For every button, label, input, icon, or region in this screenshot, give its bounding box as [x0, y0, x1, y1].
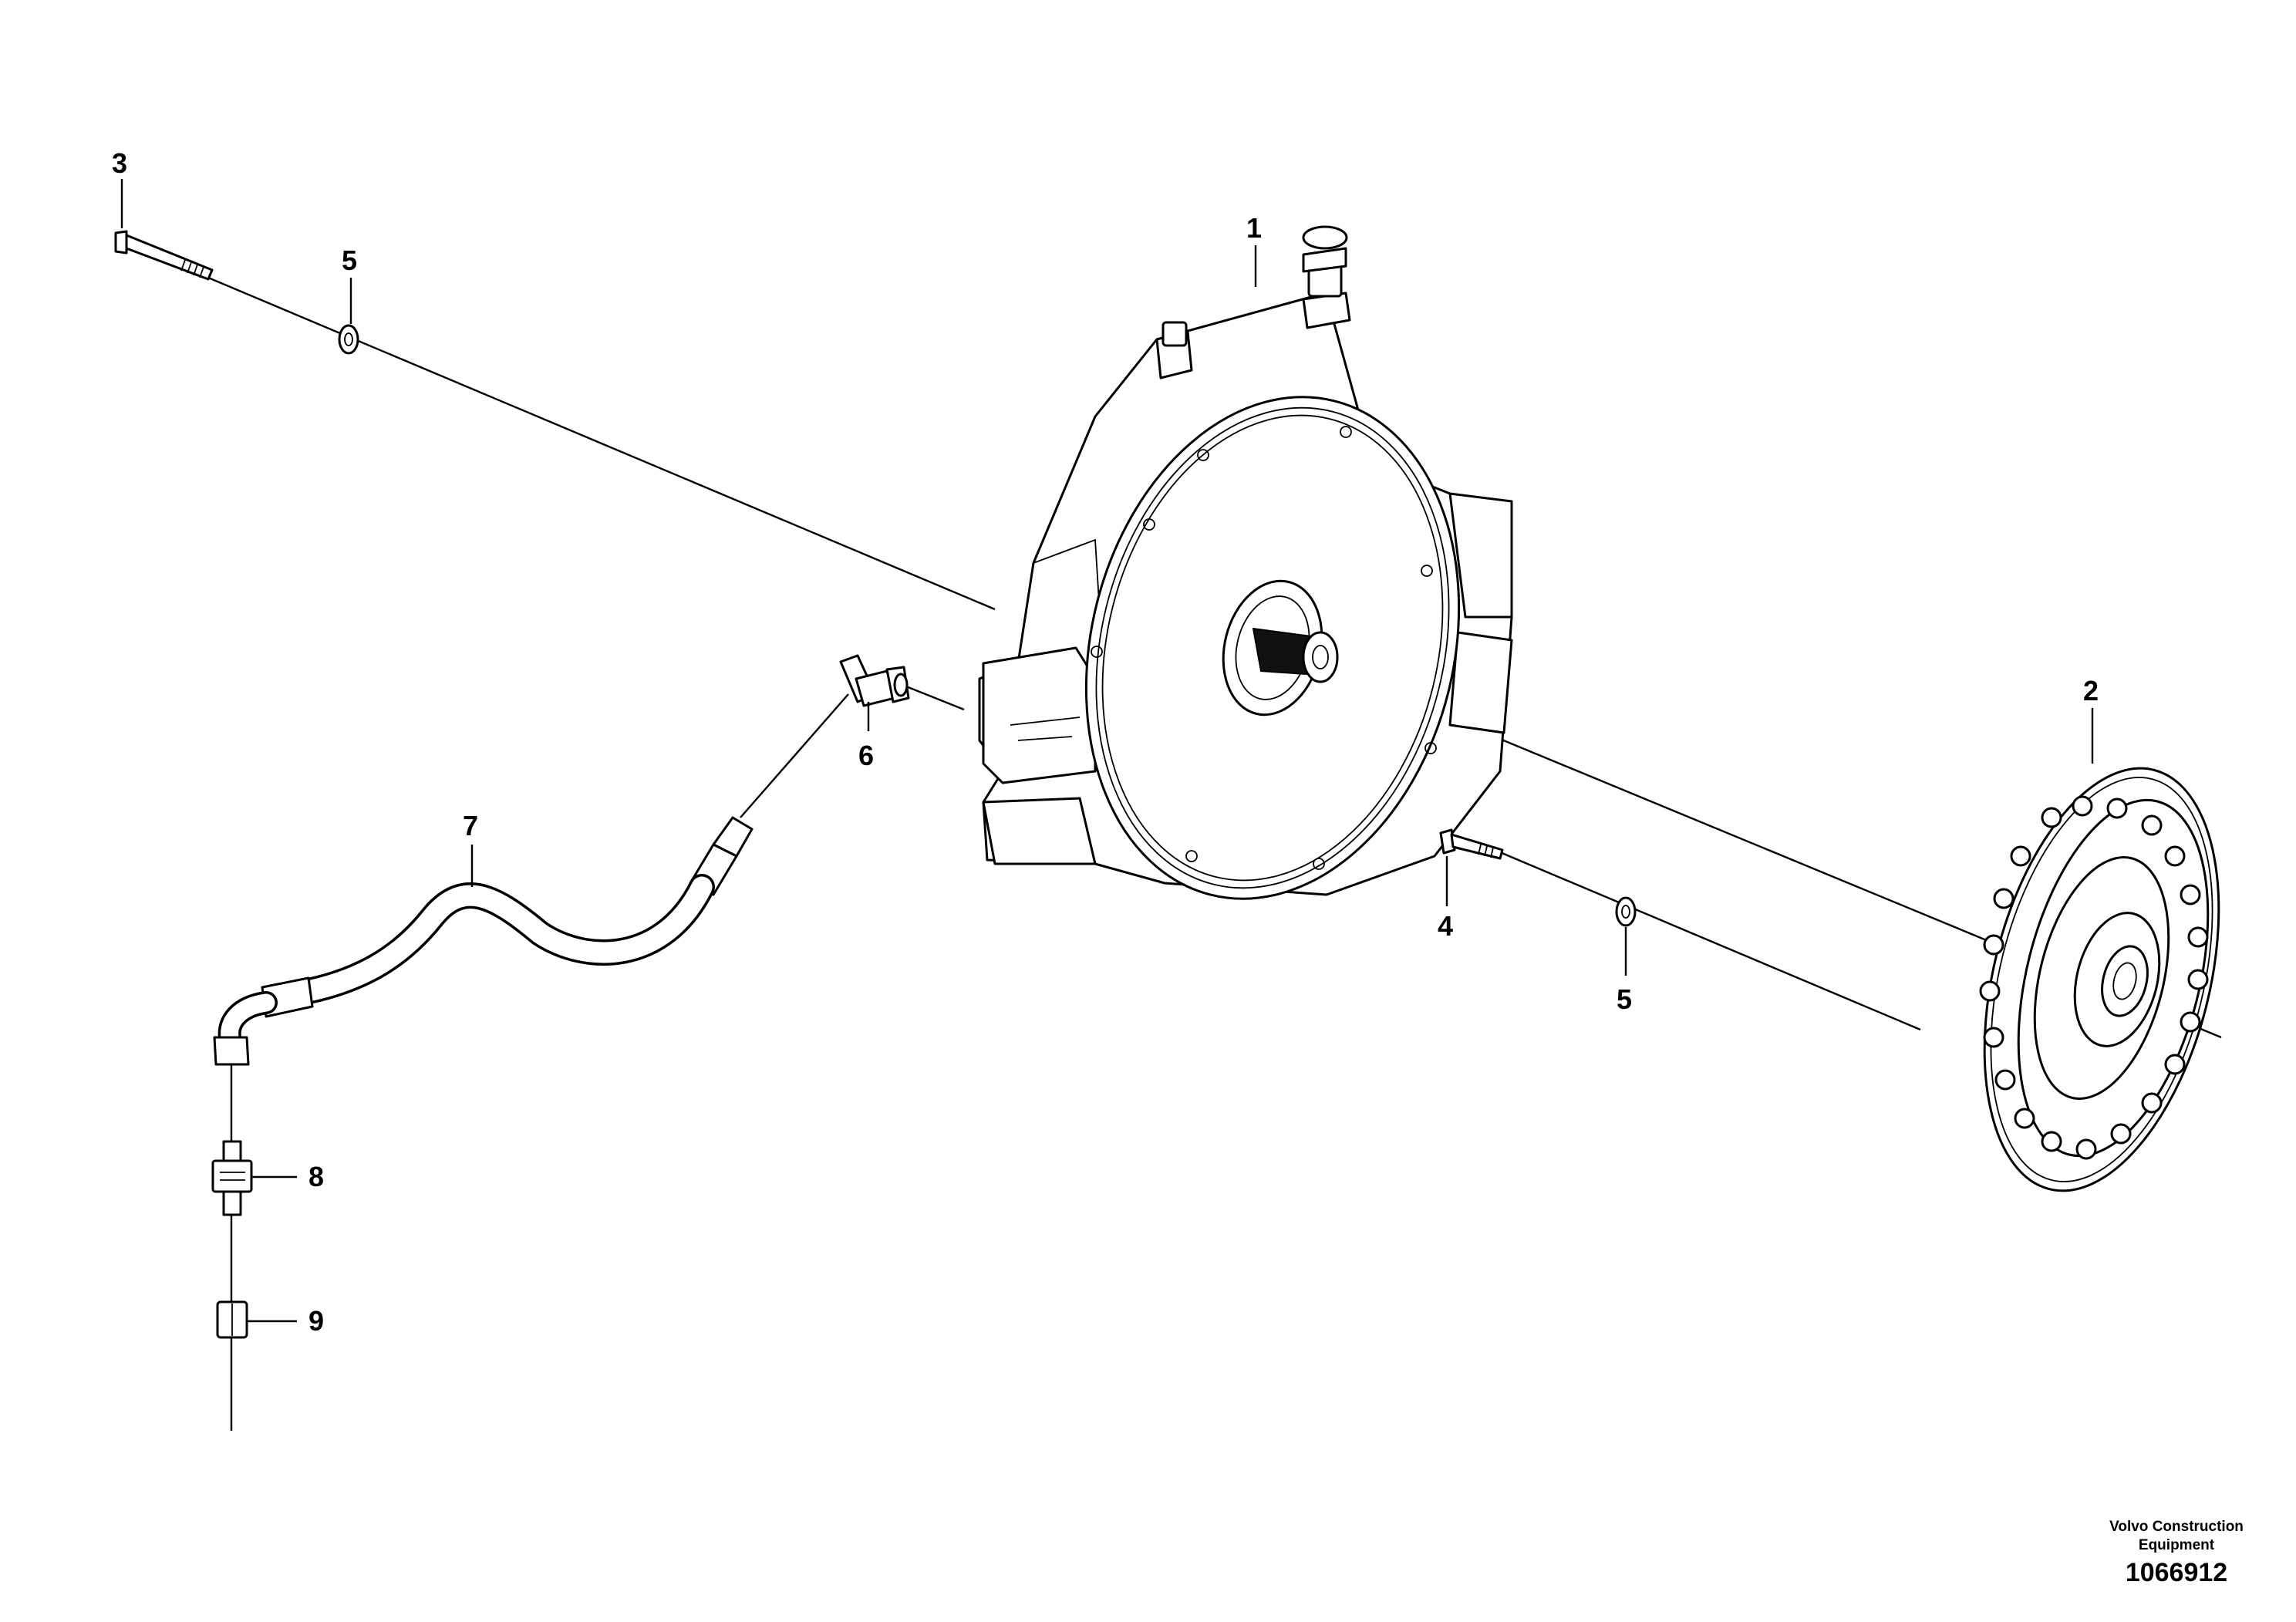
- axis-line-bolt-3: [207, 276, 996, 611]
- callout-9: 9: [308, 1305, 324, 1337]
- leader-lines: [120, 179, 2094, 1323]
- callout-labels: 3 5 1 6 7 2 4 5 8 9: [112, 147, 2099, 1337]
- flywheel-housing-part-1: [978, 225, 1513, 900]
- bolt-part-4: [1439, 828, 1504, 860]
- nut-part-9: [216, 1300, 248, 1339]
- adapter-part-8: [211, 1140, 253, 1216]
- brand-line-1: Volvo Construction: [2109, 1519, 2244, 1535]
- axis-line-bolt-4: [1499, 851, 1921, 1031]
- washer-part-5-upper: [338, 324, 359, 355]
- callout-4: 4: [1438, 910, 1453, 942]
- hose-part-7: [213, 693, 849, 1066]
- callout-7: 7: [463, 810, 478, 841]
- footer-block: Volvo Construction Equipment 1066912: [2109, 1519, 2244, 1587]
- callout-6: 6: [858, 740, 874, 771]
- brand-line-2: Equipment: [2139, 1537, 2215, 1553]
- callout-5-lower: 5: [1617, 983, 1632, 1015]
- coupling-rubber-elements: [1979, 795, 2209, 1160]
- callout-8: 8: [308, 1161, 324, 1192]
- callout-1: 1: [1246, 212, 1262, 244]
- bolt-part-3: [114, 230, 214, 281]
- elbow-fitting-part-6: [839, 654, 910, 707]
- callout-2: 2: [2083, 675, 2099, 706]
- axis-line-elbow: [905, 685, 965, 711]
- callout-3: 3: [112, 147, 127, 179]
- washer-part-5-lower: [1615, 896, 1637, 927]
- coupling-plate-part-2: [1979, 767, 2220, 1192]
- document-number: 1066912: [2126, 1558, 2227, 1587]
- callout-5-upper: 5: [342, 244, 357, 276]
